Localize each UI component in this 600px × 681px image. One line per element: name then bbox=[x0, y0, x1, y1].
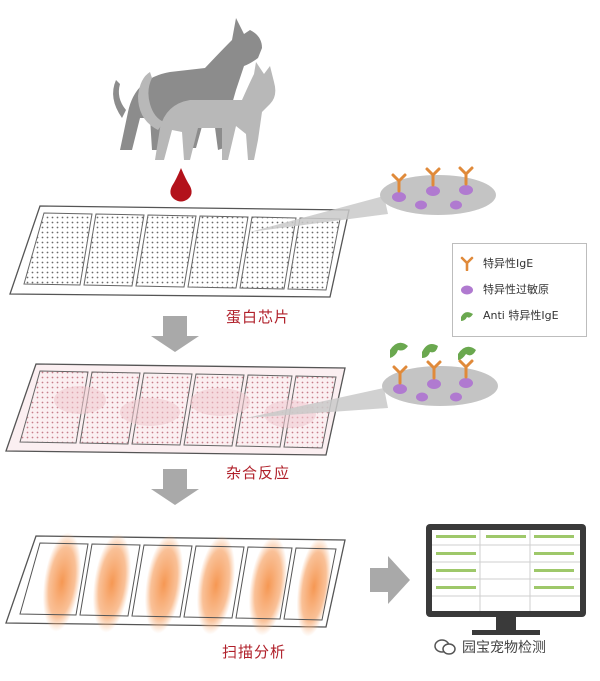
legend-item-anti-ige: Anti 特异性IgE bbox=[459, 304, 559, 326]
allergen-icon bbox=[392, 185, 473, 210]
hybridization-chip bbox=[5, 363, 346, 456]
watermark-text: 园宝宠物检测 bbox=[462, 640, 546, 656]
chip-wells bbox=[19, 542, 337, 621]
anti-ige-icon bbox=[390, 342, 476, 360]
wechat-icon bbox=[434, 639, 456, 655]
down-arrow-icon bbox=[151, 469, 199, 505]
legend: 特异性IgE 特异性过敏原 Anti 特异性IgE bbox=[452, 243, 587, 337]
igE-antibody-icon bbox=[460, 256, 474, 271]
step-label-scan-analysis: 扫描分析 bbox=[222, 643, 287, 661]
cat-silhouette-icon bbox=[138, 62, 276, 160]
scan-chip bbox=[5, 532, 346, 637]
watermark: 园宝宠物检测 bbox=[434, 637, 546, 657]
monitor-icon bbox=[426, 524, 586, 635]
legend-label: 特异性过敏原 bbox=[483, 283, 549, 296]
down-arrow-icon bbox=[151, 316, 199, 352]
step-label-hybridization: 杂合反应 bbox=[226, 464, 291, 482]
blood-drop-icon bbox=[170, 168, 192, 202]
igE-antibody-icon bbox=[391, 166, 474, 193]
legend-label: 特异性IgE bbox=[483, 257, 534, 270]
right-arrow-icon bbox=[370, 556, 410, 604]
igE-antibody-icon bbox=[392, 359, 474, 385]
anti-ige-icon bbox=[461, 312, 473, 321]
chip-wells bbox=[23, 212, 341, 291]
zoom-bubble-hybridization bbox=[246, 342, 498, 418]
allergen-icon bbox=[461, 285, 473, 295]
allergen-icon bbox=[393, 378, 473, 402]
legend-label: Anti 特异性IgE bbox=[483, 309, 559, 322]
legend-item-specific-ige: 特异性IgE bbox=[459, 252, 533, 274]
step-label-protein-chip: 蛋白芯片 bbox=[226, 308, 291, 326]
zoom-bubble-allergen bbox=[250, 166, 496, 232]
legend-item-allergen: 特异性过敏原 bbox=[459, 278, 549, 300]
